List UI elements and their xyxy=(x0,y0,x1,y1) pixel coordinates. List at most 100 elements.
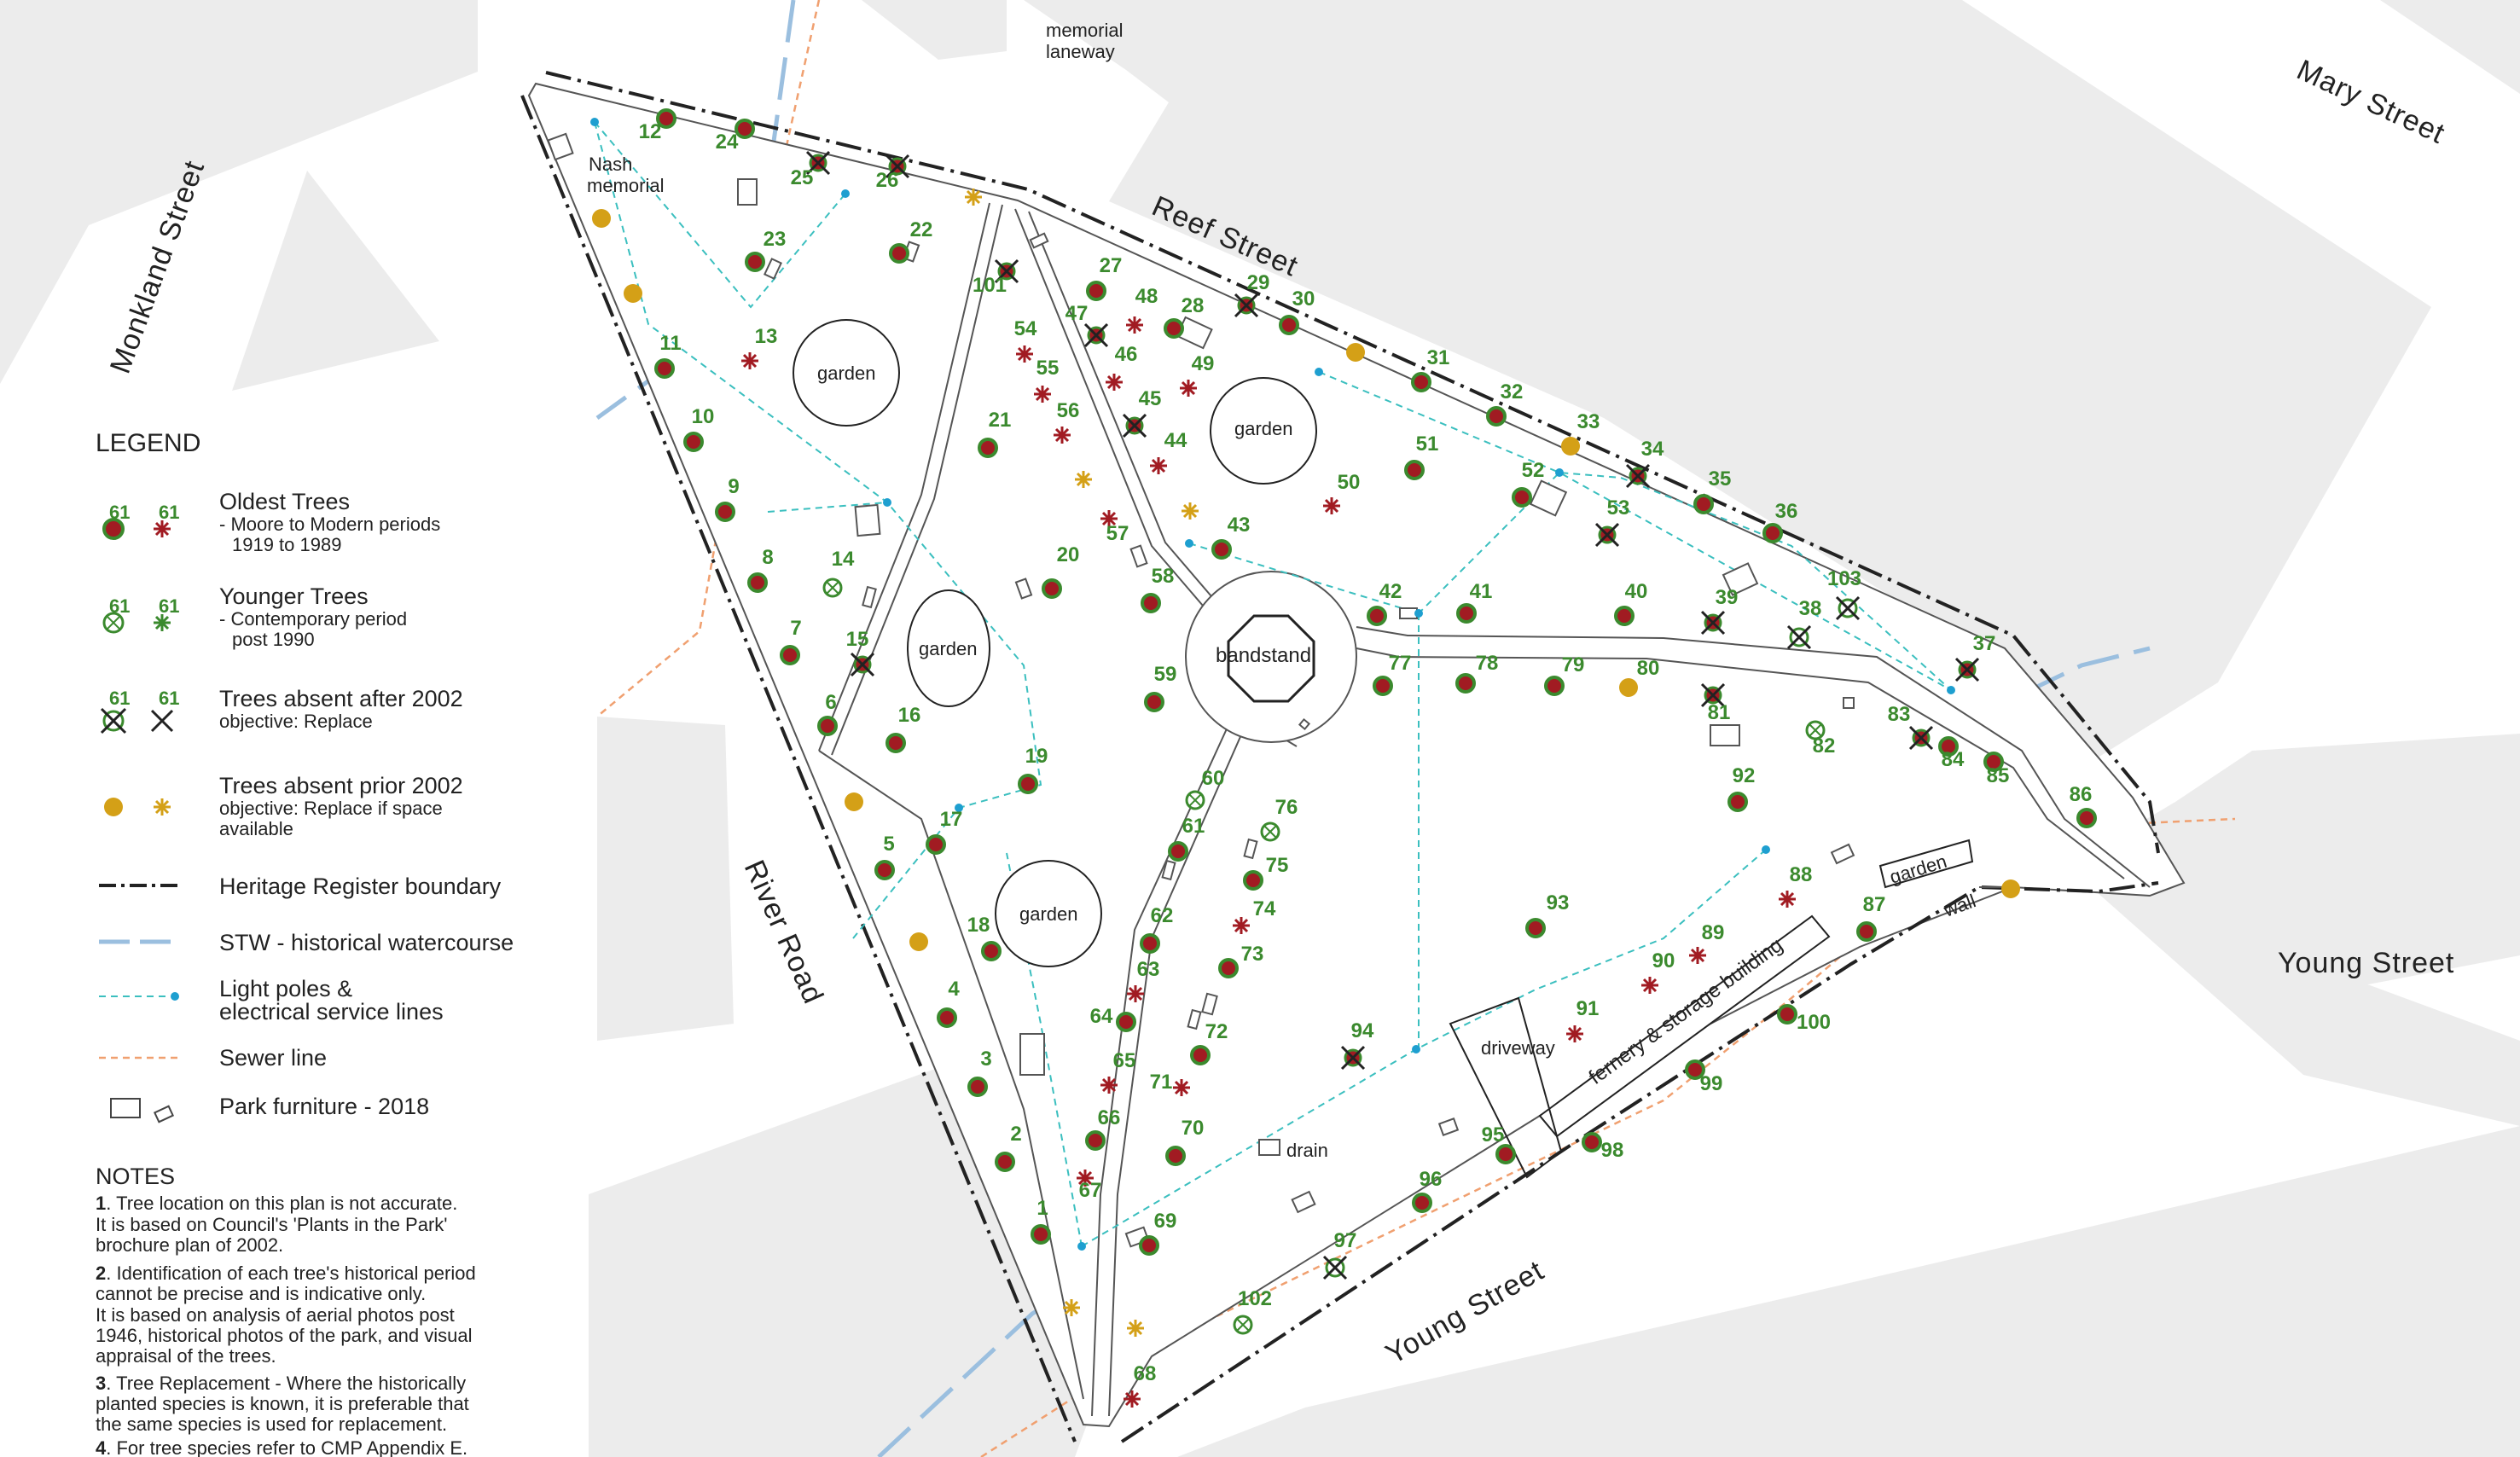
note-3-line2: planted species is known, it is preferab… xyxy=(96,1393,469,1414)
oldest-tree-icon xyxy=(1693,494,1714,514)
legend-younger-sub2: post 1990 xyxy=(232,629,315,650)
oldest-tree-icon xyxy=(1856,921,1877,942)
oldest-tree-icon xyxy=(780,645,800,665)
oldest-tree-icon xyxy=(1086,281,1106,301)
tree-number-label: 49 xyxy=(1192,352,1215,375)
oldest-tree-icon xyxy=(1164,318,1184,339)
park-furniture xyxy=(1019,1033,1045,1076)
light-pole-layer xyxy=(590,118,1955,1251)
tree-number-label: 63 xyxy=(1137,958,1160,981)
street-young-right: Young Street xyxy=(2278,947,2454,979)
oldest-tree-star-icon xyxy=(741,352,758,369)
park-furniture xyxy=(737,178,758,206)
note-2-line3: It is based on analysis of aerial photos… xyxy=(96,1304,455,1326)
legend-furniture-small-icon xyxy=(153,1105,175,1123)
oldest-tree-icon xyxy=(1512,487,1532,508)
tree-number-label: 19 xyxy=(1025,745,1048,768)
oldest-tree-icon xyxy=(1373,676,1393,696)
absent-younger-tree-icon xyxy=(1322,1255,1348,1280)
park-furniture xyxy=(1843,697,1855,709)
oldest-tree-icon xyxy=(1938,736,1959,757)
light-pole-icon xyxy=(955,804,963,812)
absent-tree-icon xyxy=(1625,463,1651,489)
tree-number-label: 65 xyxy=(1113,1049,1136,1072)
legend: LEGEND 61 61 Oldest Trees - Moore to Mod… xyxy=(96,429,514,1123)
tree-number-label: 87 xyxy=(1863,893,1886,916)
absent-tree-icon xyxy=(1340,1045,1366,1071)
tree-number-label: 56 xyxy=(1057,399,1080,422)
absent-tree-icon xyxy=(885,154,910,179)
oldest-tree-icon xyxy=(2076,808,2097,828)
tree-number-label: 60 xyxy=(1202,767,1225,790)
garden-label-2: garden xyxy=(919,638,978,659)
bandstand-octagon xyxy=(1227,614,1315,703)
tree-number-label: 89 xyxy=(1702,921,1725,944)
oldest-tree-star-icon xyxy=(1566,1025,1583,1042)
tree-number-label: 8 xyxy=(762,546,773,569)
park-furniture xyxy=(1722,562,1759,596)
legend-furniture-label: Park furniture - 2018 xyxy=(219,1094,429,1119)
oldest-tree-icon xyxy=(1495,1144,1516,1164)
absent-tree-icon xyxy=(1234,293,1259,318)
oldest-tree-icon xyxy=(1018,774,1038,794)
park-furniture xyxy=(1129,544,1148,568)
oldest-tree-star-icon xyxy=(1689,947,1706,964)
legend-absent-after-x-icon xyxy=(150,709,174,733)
oldest-tree-icon xyxy=(889,243,909,264)
absent-younger-tree-icon xyxy=(1786,624,1812,650)
oldest-tree-icon xyxy=(683,432,704,452)
oldest-tree-icon xyxy=(1525,918,1546,938)
street-young-bottom: Young Street xyxy=(1380,1254,1550,1371)
tree-number-label: 97 xyxy=(1334,1229,1357,1252)
oldest-tree-icon xyxy=(817,716,838,736)
oldest-tree-icon xyxy=(1685,1059,1705,1080)
park-furniture xyxy=(1437,1117,1460,1136)
tree-number-label: 51 xyxy=(1416,432,1439,456)
note-2-line4: 1946, historical photos of the park, and… xyxy=(96,1325,473,1346)
oldest-tree-icon xyxy=(1116,1012,1136,1032)
light-pole-icon xyxy=(1414,609,1423,618)
tree-number-label: 69 xyxy=(1154,1210,1177,1233)
tree-number-label: 17 xyxy=(940,808,963,831)
tree-number-label: 86 xyxy=(2070,783,2093,806)
tree-number-label: 5 xyxy=(883,833,894,856)
tree-number-label: 2 xyxy=(1010,1123,1021,1146)
tree-number-label: 103 xyxy=(1827,567,1861,590)
oldest-tree-icon xyxy=(1762,523,1783,543)
absent-prior-star-icon xyxy=(1127,1320,1144,1337)
furniture-layer xyxy=(547,132,1855,1248)
note-2-line1: 2. Identification of each tree's histori… xyxy=(96,1263,476,1284)
absent-prior-tree-icon xyxy=(592,209,611,228)
tree-number-label: 29 xyxy=(1247,271,1270,294)
tree-number-label: 68 xyxy=(1134,1362,1157,1385)
street-mary: Mary Street xyxy=(2292,54,2450,150)
garden-label-1: garden xyxy=(817,363,876,384)
tree-number-label: 73 xyxy=(1241,943,1264,966)
absent-tree-icon xyxy=(1122,413,1147,438)
tree-number-label: 24 xyxy=(716,131,739,154)
tree-number-label: 57 xyxy=(1106,522,1129,545)
park-boundary xyxy=(520,71,2186,1443)
oldest-tree-star-icon xyxy=(1180,380,1197,397)
park-furniture xyxy=(1161,859,1176,881)
absent-prior-tree-icon xyxy=(909,932,928,951)
tree-number-label: 81 xyxy=(1708,701,1731,724)
tree-number-label: 95 xyxy=(1482,1123,1505,1146)
legend-younger-dot-icon xyxy=(102,612,125,634)
park-furniture xyxy=(854,503,881,537)
gardens xyxy=(793,319,1317,967)
tree-number-label: 7 xyxy=(790,617,801,640)
oldest-tree-star-icon xyxy=(1077,1170,1094,1187)
tree-number-label: 33 xyxy=(1577,410,1600,433)
tree-number-label: 78 xyxy=(1476,652,1499,675)
park-furniture xyxy=(1243,838,1258,860)
legend-younger-label: Younger Trees xyxy=(219,583,369,609)
oldest-tree-icon xyxy=(1544,676,1565,696)
oldest-tree-icon xyxy=(978,438,998,458)
garden-label-3: garden xyxy=(1019,903,1078,925)
oldest-tree-star-icon xyxy=(1016,345,1033,363)
tree-number-label: 28 xyxy=(1182,294,1205,317)
absent-prior-tree-icon xyxy=(1619,678,1638,697)
oldest-tree-icon xyxy=(1165,1146,1186,1166)
